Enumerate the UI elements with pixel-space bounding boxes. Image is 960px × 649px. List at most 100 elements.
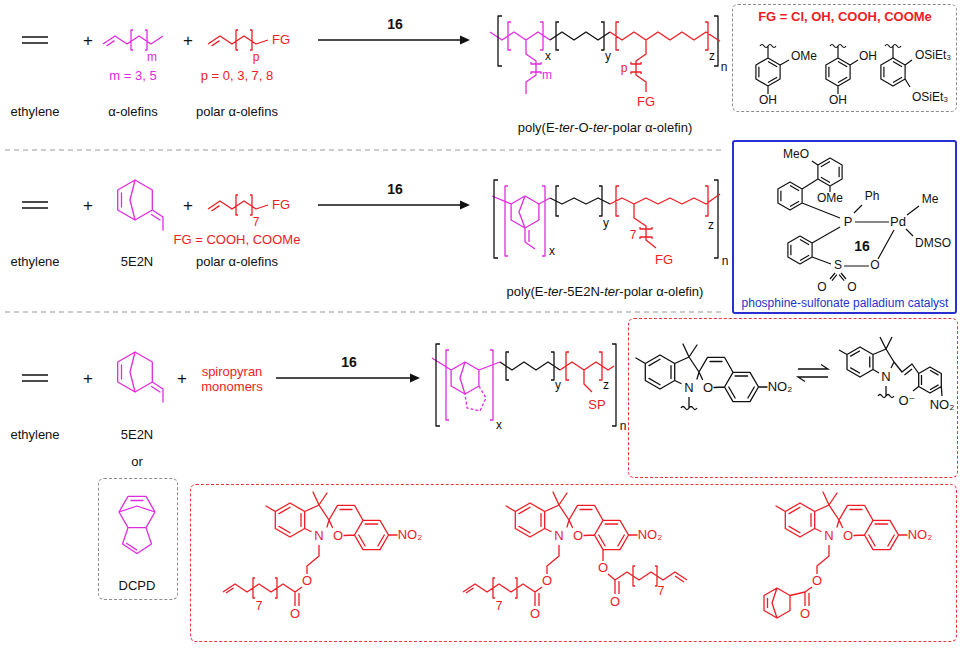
group-label: FG = COOH, COOMe [174, 233, 301, 248]
box-heading: FG = Cl, OH, COOH, COOMe [758, 10, 932, 25]
polymer-olefin-unit [490, 22, 550, 94]
text-label: poly(E-ter-O-ter-polar α-olefin) [518, 121, 692, 136]
text-label: 5E2N [121, 255, 154, 270]
atom-label: P [844, 215, 853, 230]
plus-sign: + [83, 369, 93, 389]
subscript: x [549, 245, 555, 259]
atom-label: MeO [783, 148, 809, 162]
subscript: y [603, 217, 609, 231]
subscript: n [620, 420, 627, 434]
subscript: x [496, 419, 502, 433]
aryl-group-structures [756, 45, 912, 95]
equilibrium-arrows [798, 365, 828, 382]
subscript: z [603, 379, 609, 393]
monomer-note: m = 3, 5 [109, 69, 156, 84]
subscript: 7 [256, 600, 263, 614]
polymer-ethylene-unit [494, 180, 718, 258]
alpha-olefin-structure [103, 30, 163, 50]
atom-label: O [530, 607, 540, 622]
atom-label: O [843, 529, 853, 544]
polymer-cyclic-unit [432, 350, 500, 420]
catalyst-number: 16 [387, 181, 403, 197]
subscript: z [708, 219, 714, 233]
atom-label: O [870, 259, 879, 273]
catalyst-box: MeOOMePhPPdMeDMSO16SOOOphosphine-sulfona… [732, 140, 957, 314]
atom-label: NO₂ [768, 380, 793, 395]
subscript: 7 [253, 216, 260, 230]
atom-label: O [333, 529, 343, 544]
ethylene-symbol [22, 37, 48, 381]
text-label: polar α-olefins [196, 105, 278, 120]
monomer-side-chains [223, 545, 829, 618]
atom-label: O⁻ [899, 394, 916, 409]
arrow-head [410, 374, 420, 383]
polymer-ethylene-unit [436, 344, 616, 426]
group-label: FG [637, 95, 655, 110]
group-label: p = 0, 3, 7, 8 [201, 69, 274, 84]
arrow-head [460, 36, 470, 45]
attachment-bond [681, 397, 697, 410]
atom-label: NO₂ [638, 528, 663, 543]
subscript: 7 [630, 229, 637, 243]
atom-label: O [847, 281, 856, 295]
text-label: polar α-olefins [196, 255, 278, 270]
catalyst-number: 16 [387, 16, 403, 32]
polymer-dcpd-ring [465, 386, 486, 411]
box-caption: phosphine-sulfonate palladium catalyst [742, 297, 949, 311]
monomer-box: NONO₂OO7NONO₂OO7OO7NONO₂OO [190, 484, 957, 642]
atom-label: OSiEt₃ [915, 49, 951, 63]
subscript: m [147, 51, 157, 65]
subscript: m [542, 69, 552, 83]
atom-label: NO₂ [398, 528, 423, 543]
equilibrium-box: NONO₂NO⁻NO₂ [628, 318, 958, 478]
functional-group-box: FG = Cl, OH, COOH, COOMeOMeOHOHOHOSiEt₃O… [732, 4, 957, 112]
5e2n-structure [118, 352, 163, 402]
atom-label: OMe [817, 192, 843, 206]
atom-label: OSiEt₃ [912, 91, 948, 105]
text-label: ethylene [10, 428, 59, 443]
polymer-5e2n-unit [492, 186, 550, 256]
atom-label: OH [759, 94, 777, 108]
polymer-spiropyran-unit [560, 352, 614, 392]
atom-label: OMe [791, 50, 817, 64]
polar-olefin-structure [208, 30, 268, 50]
group-label: FG [272, 198, 290, 213]
merocyanine-open-form [839, 337, 942, 398]
plus-sign: + [177, 369, 187, 389]
group-label: SP [588, 398, 605, 413]
atom-label: O [302, 574, 312, 589]
polymer-ethylene-unit [498, 16, 718, 66]
atom-label: N [314, 529, 323, 544]
atom-label: O [817, 281, 826, 295]
atom-label: N [554, 529, 563, 544]
atom-label: OH [859, 50, 877, 64]
reaction-arrow [276, 40, 461, 378]
monomer-label: spiropyran monomers [193, 365, 271, 395]
atom-label: N [824, 529, 833, 544]
text-label: ethylene [10, 255, 59, 270]
atom-label: O [598, 561, 608, 576]
text-label: 5E2N [121, 428, 154, 443]
atom-label: O [800, 607, 810, 622]
row-separator [5, 150, 722, 312]
subscript: z [709, 50, 715, 64]
spiropyran-monomer-core [266, 492, 397, 550]
spiropyran-monomer-core [506, 492, 637, 550]
atom-label: S [834, 259, 842, 273]
text-label: ethylene [10, 105, 59, 120]
atom-label: OH [829, 94, 847, 108]
dcpd-structure [119, 496, 155, 553]
text-label: or [131, 455, 143, 470]
atom-label: Pd [890, 215, 906, 230]
plus-sign: + [83, 31, 93, 51]
5e2n-structure [118, 180, 163, 230]
atom-label: DCPD [119, 579, 156, 594]
subscript: n [721, 61, 728, 75]
plus-sign: + [183, 196, 193, 216]
text-label: α-olefins [108, 105, 157, 120]
polar-olefin-structure [208, 195, 268, 215]
atom-label: N [881, 370, 890, 385]
polymer-polar-unit [610, 22, 720, 92]
